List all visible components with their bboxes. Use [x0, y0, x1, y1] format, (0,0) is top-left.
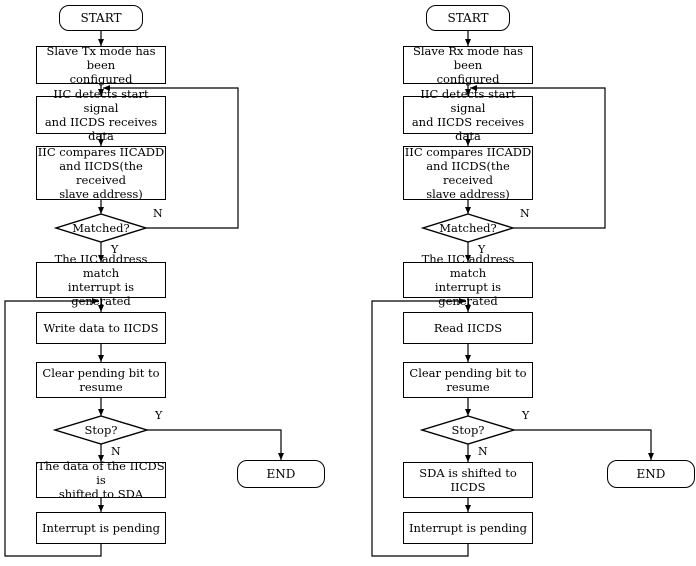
- right-start-node: START: [426, 5, 510, 31]
- right-matched-no-loop: [470, 85, 606, 229]
- left-detect-box: IIC detects start signal and IICDS recei…: [36, 87, 166, 143]
- right-stop-no-label: N: [478, 445, 488, 458]
- left-stop-label: Stop?: [84, 423, 118, 437]
- left-interrupt-generated-box: The IIC address match interrupt is gener…: [36, 252, 166, 308]
- right-data-op-box: Read IICDS: [403, 312, 533, 344]
- right-detect-box: IIC detects start signal and IICDS recei…: [403, 87, 533, 143]
- left-matched-label: Matched?: [72, 221, 130, 235]
- left-pending-box: Interrupt is pending: [36, 512, 166, 544]
- left-end-node: END: [237, 460, 325, 488]
- right-stop-yes-label: Y: [522, 409, 530, 422]
- right-compare-box: IIC compares IICADD and IICDS(the receiv…: [403, 145, 533, 201]
- left-stop-diamond: [52, 415, 150, 445]
- left-matched-yes-label: Y: [111, 243, 119, 256]
- right-clear-pending-box: Clear pending bit to resume: [403, 362, 533, 398]
- left-matched-no-loop: [103, 85, 239, 229]
- right-stop-label: Stop?: [451, 423, 485, 437]
- left-stop-yes-label: Y: [155, 409, 163, 422]
- right-matched-yes-label: Y: [478, 243, 486, 256]
- left-stop-yes-edge: [147, 429, 284, 460]
- right-pending-box: Interrupt is pending: [403, 512, 533, 544]
- left-stop-no-label: N: [111, 445, 121, 458]
- left-pending-loop: [4, 298, 102, 557]
- right-stop-yes-edge: [514, 429, 654, 460]
- right-matched-diamond: [420, 213, 516, 243]
- left-shift-box: The data of the IICDS is shifted to SDA: [36, 459, 166, 501]
- right-matched-no-label: N: [520, 207, 530, 220]
- left-compare-box: IIC compares IICADD and IICDS(the receiv…: [36, 145, 166, 201]
- right-configured-box: Slave Rx mode has been configured: [403, 44, 533, 86]
- left-clear-pending-box: Clear pending bit to resume: [36, 362, 166, 398]
- left-data-op-box: Write data to IICDS: [36, 312, 166, 344]
- right-shift-box: SDA is shifted to IICDS: [403, 462, 533, 498]
- left-matched-diamond: [53, 213, 149, 243]
- left-configured-box: Slave Tx mode has been configured: [36, 44, 166, 86]
- right-end-node: END: [607, 460, 695, 488]
- left-matched-no-label: N: [153, 207, 163, 220]
- right-stop-diamond: [419, 415, 517, 445]
- right-interrupt-generated-box: The IIC address match interrupt is gener…: [403, 252, 533, 308]
- right-pending-loop: [371, 298, 469, 557]
- right-matched-label: Matched?: [439, 221, 497, 235]
- left-start-node: START: [59, 5, 143, 31]
